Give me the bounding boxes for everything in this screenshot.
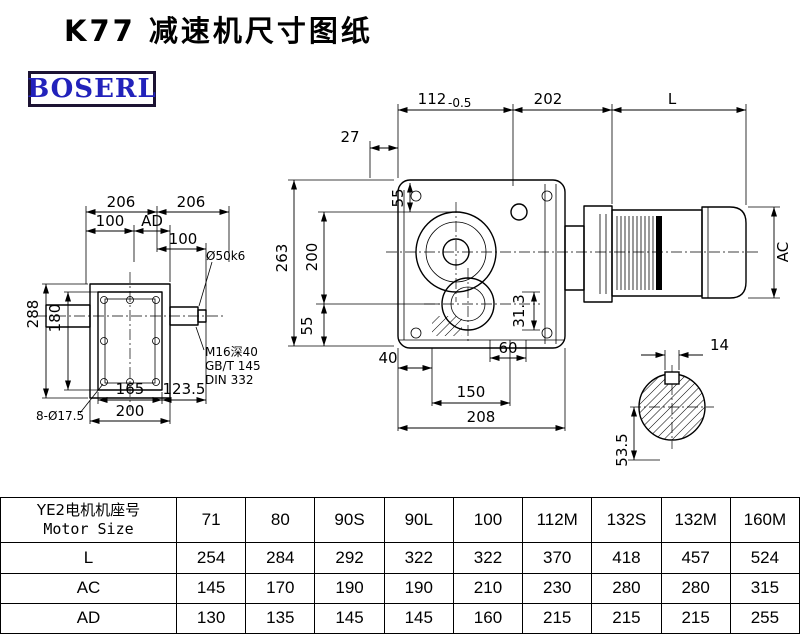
keyway	[664, 371, 680, 385]
value-l-8: 524	[729, 542, 800, 574]
value-ac-7: 280	[660, 572, 731, 604]
motor-dimensions-table: YE2电机机座号 Motor Size 71 80 90S 90L 100 11…	[0, 496, 800, 634]
gearbox-housing	[397, 179, 566, 349]
value-ad-8: 255	[729, 602, 800, 634]
size-col-90l: 90L	[383, 496, 454, 544]
dim-206-right: 206	[177, 193, 206, 211]
value-ac-3: 190	[383, 572, 454, 604]
motor-size-label-en: Motor Size	[43, 520, 134, 539]
table-row-ac: AC 145 170 190 190 210 230 280 280 315	[0, 572, 800, 604]
row-label-l: L	[0, 542, 177, 574]
size-col-160m: 160M	[729, 496, 800, 544]
dim-31-3: 31.3	[510, 294, 528, 327]
value-ac-6: 280	[591, 572, 662, 604]
side-view: 112 -0.5 202 L 27 55 263 200 55 31.3 40 …	[273, 90, 792, 431]
value-ad-5: 215	[522, 602, 593, 634]
motor-size-label-cell: YE2电机机座号 Motor Size	[0, 496, 177, 544]
value-ad-3: 145	[383, 602, 454, 634]
table-row-ad: AD 130 135 145 145 160 215 215 215 255	[0, 602, 800, 634]
brand-logo: BOSERL	[27, 71, 157, 107]
tap-note-line-2: GB/T 145	[205, 359, 261, 373]
size-col-90s: 90S	[314, 496, 385, 544]
dim-ad: AD	[141, 212, 163, 230]
value-l-3: 322	[383, 542, 454, 574]
value-l-6: 418	[591, 542, 662, 574]
dim-202: 202	[534, 90, 563, 108]
dim-263: 263	[273, 244, 291, 273]
dim-100-shaft: 100	[169, 230, 198, 248]
dim-165: 165	[116, 380, 145, 398]
size-col-112m: 112M	[522, 496, 593, 544]
front-view-dimension-lines	[43, 209, 229, 424]
value-l-1: 284	[245, 542, 316, 574]
value-l-5: 370	[522, 542, 593, 574]
side-view-extension-lines	[288, 104, 780, 431]
value-l-7: 457	[660, 542, 731, 574]
dim-motor-length-l: L	[668, 90, 677, 108]
dim-40: 40	[378, 349, 397, 367]
brand-logo-text: BOSERL	[27, 74, 157, 104]
value-ac-5: 230	[522, 572, 593, 604]
table-row-l: L 254 284 292 322 322 370 418 457 524	[0, 542, 800, 574]
size-col-100: 100	[452, 496, 524, 544]
value-ac-4: 210	[452, 572, 524, 604]
value-ac-2: 190	[314, 572, 385, 604]
dim-112-tolerance: -0.5	[448, 96, 471, 110]
bolt-holes-label: 8-Ø17.5	[36, 409, 84, 423]
value-ad-4: 160	[452, 602, 524, 634]
row-label-ad: AD	[0, 602, 177, 634]
dim-180: 180	[46, 304, 64, 333]
size-col-71: 71	[175, 496, 247, 544]
size-col-80: 80	[245, 496, 316, 544]
dim-60: 60	[498, 339, 517, 357]
row-label-ac: AC	[0, 572, 177, 604]
value-ad-6: 215	[591, 602, 662, 634]
dim-27: 27	[340, 128, 359, 146]
value-ac-1: 170	[245, 572, 316, 604]
value-ad-2: 145	[314, 602, 385, 634]
size-col-132m: 132M	[660, 496, 731, 544]
dim-55-bottom: 55	[298, 316, 316, 335]
dim-150: 150	[457, 383, 486, 401]
dim-200-front: 200	[116, 402, 145, 420]
value-ad-0: 130	[175, 602, 247, 634]
value-l-0: 254	[175, 542, 247, 574]
motor-size-label-cn: YE2电机机座号	[36, 500, 141, 519]
dim-208: 208	[467, 408, 496, 426]
side-view-dimension-lines	[291, 107, 777, 431]
dim-53-5: 53.5	[613, 433, 631, 466]
dim-123-5: 123.5	[163, 380, 206, 398]
dim-100-top: 100	[96, 212, 125, 230]
dim-288: 288	[24, 300, 42, 329]
dim-14: 14	[710, 336, 729, 354]
value-ac-8: 315	[729, 572, 800, 604]
dim-112: 112	[418, 90, 447, 108]
dim-200-side: 200	[303, 243, 321, 272]
dim-206-left: 206	[107, 193, 136, 211]
technical-drawing: 206 206 100 AD 100 Ø50k6 288 180 M16深40 …	[24, 90, 792, 467]
shaft-view-dimension-lines	[631, 352, 703, 460]
value-l-4: 322	[452, 542, 524, 574]
tap-note-line-3: DIN 332	[205, 373, 253, 387]
value-l-2: 292	[314, 542, 385, 574]
dim-ac: AC	[774, 242, 792, 262]
motor	[564, 205, 747, 303]
front-view: 206 206 100 AD 100 Ø50k6 288 180 M16深40 …	[24, 193, 261, 424]
table-header-row: YE2电机机座号 Motor Size 71 80 90S 90L 100 11…	[0, 496, 800, 544]
page-title: K77 减速机尺寸图纸	[64, 14, 373, 48]
shaft-diameter-label: Ø50k6	[206, 249, 245, 263]
value-ac-0: 145	[175, 572, 247, 604]
value-ad-1: 135	[245, 602, 316, 634]
dim-55-top: 55	[389, 188, 407, 207]
value-ad-7: 215	[660, 602, 731, 634]
shaft-end-view: 14 53.5	[613, 336, 729, 467]
size-col-132s: 132S	[591, 496, 662, 544]
tap-note-line-1: M16深40	[205, 345, 258, 359]
